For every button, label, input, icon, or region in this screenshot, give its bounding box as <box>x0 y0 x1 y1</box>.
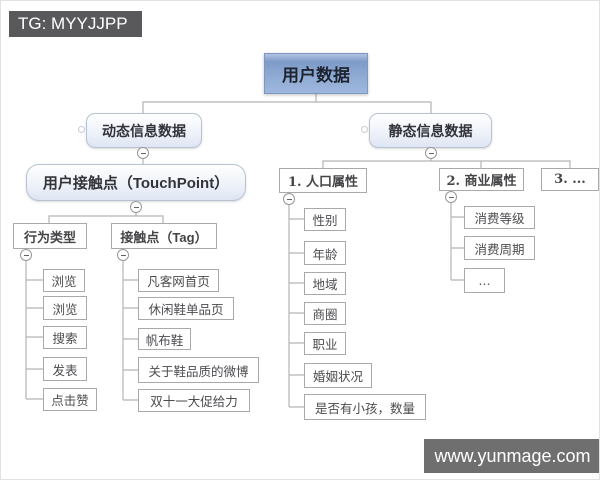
node-demographic-attr[interactable]: 1. 人口属性 <box>279 168 367 193</box>
node-browse-1[interactable]: 浏览 <box>43 269 85 292</box>
node-handle-icon <box>361 126 368 133</box>
node-user-data[interactable]: 用户数据 <box>264 53 368 94</box>
node-business-attr[interactable]: 2. 商业属性 <box>439 168 524 191</box>
node-business-district[interactable]: 商圈 <box>304 302 346 325</box>
watermark-website: www.yunmage.com <box>424 439 599 473</box>
node-consumption-level[interactable]: 消费等级 <box>464 206 535 229</box>
node-gender[interactable]: 性别 <box>304 208 346 231</box>
node-publish[interactable]: 发表 <box>43 357 87 381</box>
node-casual-shoe-page[interactable]: 休闲鞋单品页 <box>138 297 234 320</box>
node-static-info[interactable]: 静态信息数据 <box>369 113 492 148</box>
collapse-icon[interactable] <box>130 201 142 213</box>
node-shoe-quality-weibo[interactable]: 关于鞋品质的微博 <box>138 357 259 383</box>
node-vancl-homepage[interactable]: 凡客网首页 <box>138 269 219 292</box>
node-handle-icon <box>78 126 85 133</box>
watermark-telegram: TG: MYYJJPP <box>9 11 142 37</box>
node-browse-2[interactable]: 浏览 <box>43 296 87 320</box>
node-canvas-shoes[interactable]: 帆布鞋 <box>138 328 191 350</box>
node-consumption-cycle[interactable]: 消费周期 <box>464 236 535 260</box>
collapse-icon[interactable] <box>137 147 149 159</box>
node-behavior-type[interactable]: 行为类型 <box>13 223 87 249</box>
node-children-count[interactable]: 是否有小孩，数量 <box>304 394 426 420</box>
node-touchpoint[interactable]: 用户接触点（TouchPoint） <box>26 164 246 201</box>
node-search[interactable]: 搜索 <box>43 326 87 349</box>
collapse-icon[interactable] <box>20 249 32 261</box>
node-more-attr[interactable]: 3. ... <box>541 168 599 191</box>
node-business-more[interactable]: ... <box>464 268 505 293</box>
node-region[interactable]: 地域 <box>304 272 346 295</box>
collapse-icon[interactable] <box>283 193 295 205</box>
collapse-icon[interactable] <box>117 249 129 261</box>
node-tag[interactable]: 接触点（Tag） <box>111 223 217 249</box>
node-click-like[interactable]: 点击赞 <box>43 388 97 411</box>
node-age[interactable]: 年龄 <box>304 241 346 265</box>
collapse-icon[interactable] <box>445 191 457 203</box>
node-marital-status[interactable]: 婚姻状况 <box>304 363 372 388</box>
collapse-icon[interactable] <box>425 147 437 159</box>
node-dynamic-info[interactable]: 动态信息数据 <box>86 113 202 148</box>
node-occupation[interactable]: 职业 <box>304 332 346 355</box>
node-double11-promo[interactable]: 双十一大促给力 <box>138 389 250 412</box>
